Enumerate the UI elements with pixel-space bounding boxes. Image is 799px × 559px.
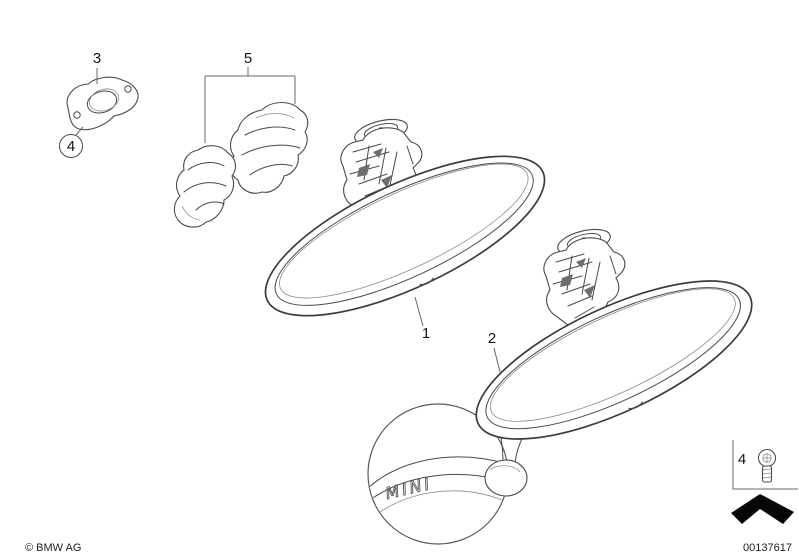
doc-number-text: 00137617 — [743, 542, 792, 554]
detail-circle: MINI — [367, 403, 509, 545]
ball-joint-drawing — [484, 429, 528, 497]
mirror-2-drawing — [475, 224, 753, 440]
mirror-1-drawing — [264, 114, 546, 317]
callout-4[interactable]: 4 — [67, 138, 75, 155]
callout-4-circle — [59, 134, 83, 158]
screw-legend-cell: 4 — [732, 440, 798, 490]
covers-drawing — [173, 101, 309, 228]
callout-4-legend[interactable]: 4 — [738, 451, 746, 468]
screw-icon — [757, 448, 777, 483]
direction-arrow-icon — [731, 494, 794, 524]
callout-5[interactable]: 5 — [244, 50, 252, 67]
mount-plate-drawing — [66, 76, 139, 131]
copyright-text: © BMW AG — [25, 542, 81, 554]
callout-3[interactable]: 3 — [93, 50, 101, 67]
callout-2[interactable]: 2 — [488, 330, 496, 347]
callout-1[interactable]: 1 — [422, 325, 430, 342]
